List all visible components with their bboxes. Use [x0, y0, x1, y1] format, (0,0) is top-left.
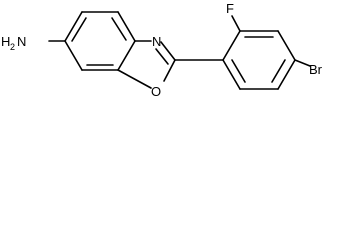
bromine-label: Br — [309, 62, 323, 77]
bond-benzo-4 — [117, 11, 136, 42]
bond-fluorine — [231, 15, 241, 32]
double-bond-benzo-b — [111, 17, 127, 41]
double-bond-benzo-c — [71, 17, 87, 42]
double-bond-n-c2 — [155, 48, 169, 65]
fluorine-label: F — [226, 1, 234, 16]
bond-benzo-3 — [117, 40, 136, 71]
ring-oxygen-label: O — [151, 84, 161, 99]
double-bond-phenyl-c — [231, 59, 246, 83]
amine-h-label: H — [1, 34, 10, 49]
bond-phenyl-6 — [222, 59, 241, 90]
bond-o-c — [117, 69, 152, 89]
structure-canvas: H 2 N N O F Br — [1, 1, 323, 99]
ring-nitrogen-label: N — [152, 34, 161, 49]
bond-phenyl-1 — [222, 30, 241, 61]
bond-bromine — [294, 59, 311, 67]
bond-phenyl-4 — [277, 59, 296, 90]
double-bond-phenyl-b — [271, 59, 286, 83]
bond-benzo-1 — [64, 40, 83, 71]
bond-n-c2 — [160, 41, 176, 61]
bond-benzo-6 — [64, 11, 83, 42]
bond-phenyl-3 — [277, 30, 296, 61]
amine-h-count-label: 2 — [10, 42, 15, 52]
amine-n-label: N — [17, 34, 26, 49]
bond-c2-o — [163, 59, 176, 82]
molecule-diagram: H 2 N N O F Br — [1, 1, 323, 99]
